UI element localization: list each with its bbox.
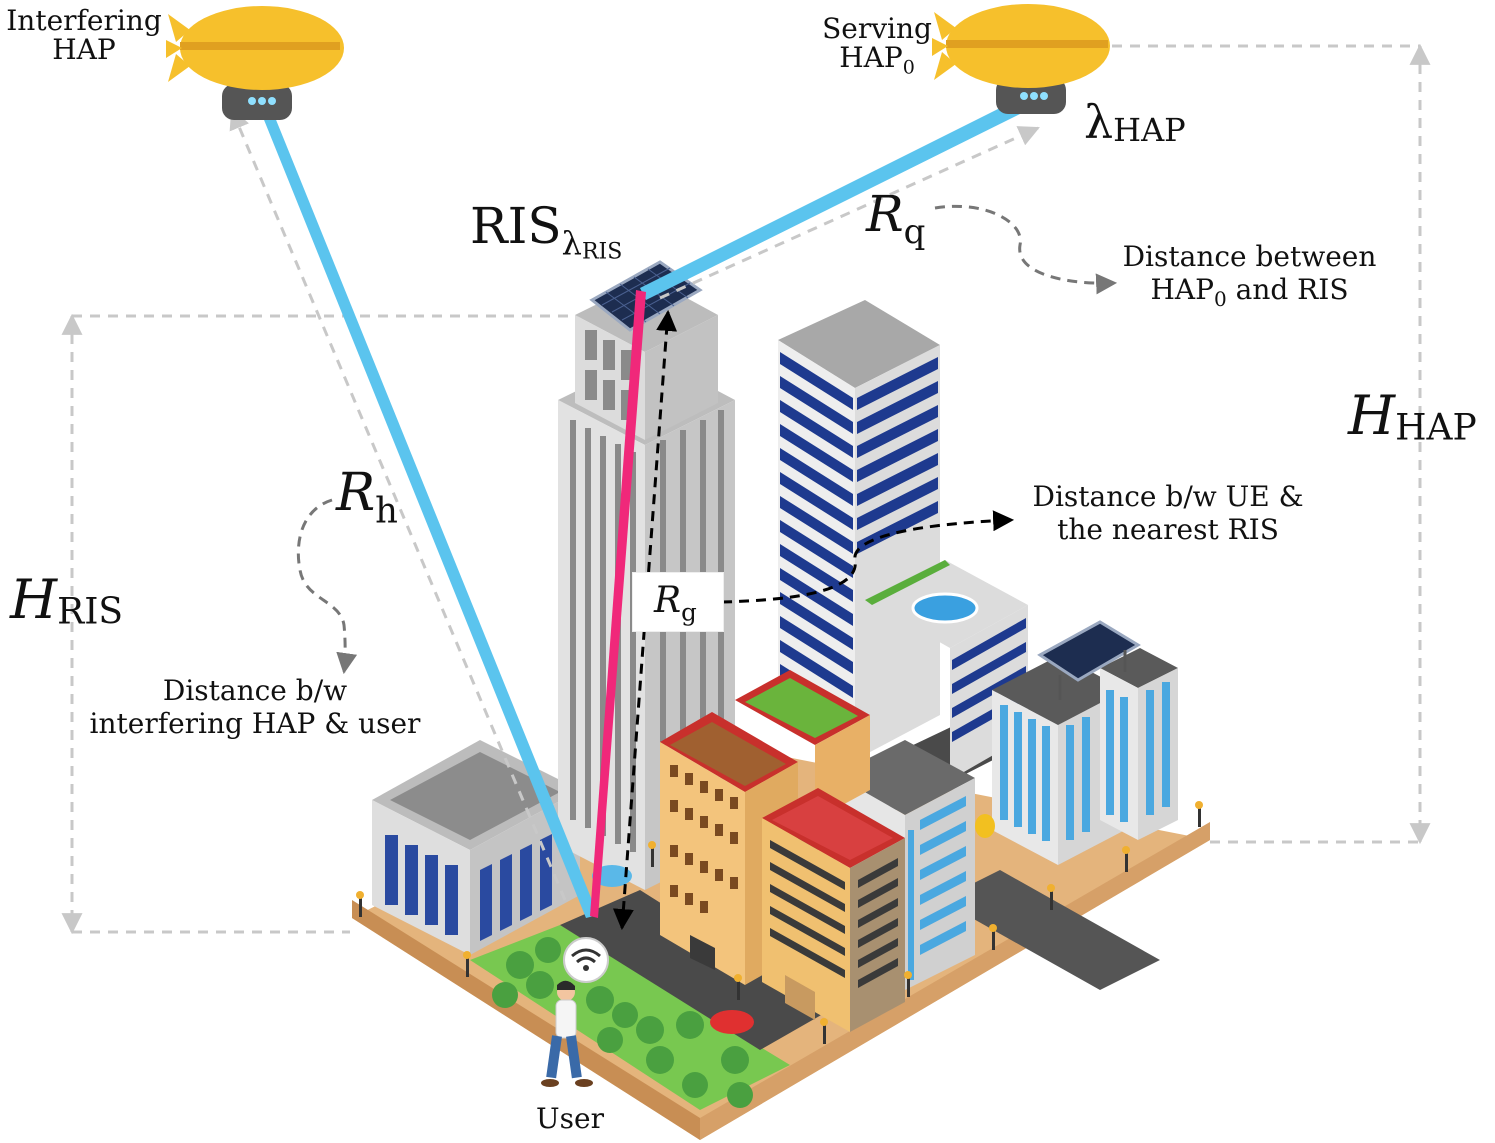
rg-description: Distance b/w UE & the nearest RIS [1032,480,1304,547]
rh-desc-arrow [296,498,358,675]
lightblue-building-right [992,620,1178,865]
rq-description: Distance between HAP0 and RIS [1122,240,1377,312]
serving-blimp-icon [932,4,1110,114]
lambda-hap-label: λHAP [1084,95,1186,150]
interfering-blimp-icon [166,6,344,120]
rh-label: Rh [336,463,398,532]
rooftop-solar-panel [1037,620,1141,700]
user-label: User [536,1102,604,1135]
serving-hap-label: Serving HAP0 [822,12,932,80]
h-ris-guide [61,313,578,935]
rh-description: Distance b/w interfering HAP & user [89,674,421,741]
hap-links [256,94,1036,918]
tree-icon [492,937,753,1108]
ris-label: RISλRIS [470,197,623,265]
distance-guides [229,108,1040,901]
h-ris-label: HRIS [10,568,124,633]
wifi-icon [563,937,609,983]
h-hap-guide [1112,43,1431,845]
rq-desc-arrow [934,204,1118,295]
user-icon [541,980,593,1087]
rg-label: Rg [654,580,697,627]
rg-desc-arrow [721,510,1015,604]
brick-buildings [660,670,905,1032]
blue-skyscraper [778,300,1028,780]
low-building-left [372,740,580,955]
rq-label: Rq [866,185,926,252]
rg-label-box [632,572,724,632]
h-hap-label: HHAP [1348,384,1477,449]
interfering-hap-label: Interfering HAP [6,4,162,67]
